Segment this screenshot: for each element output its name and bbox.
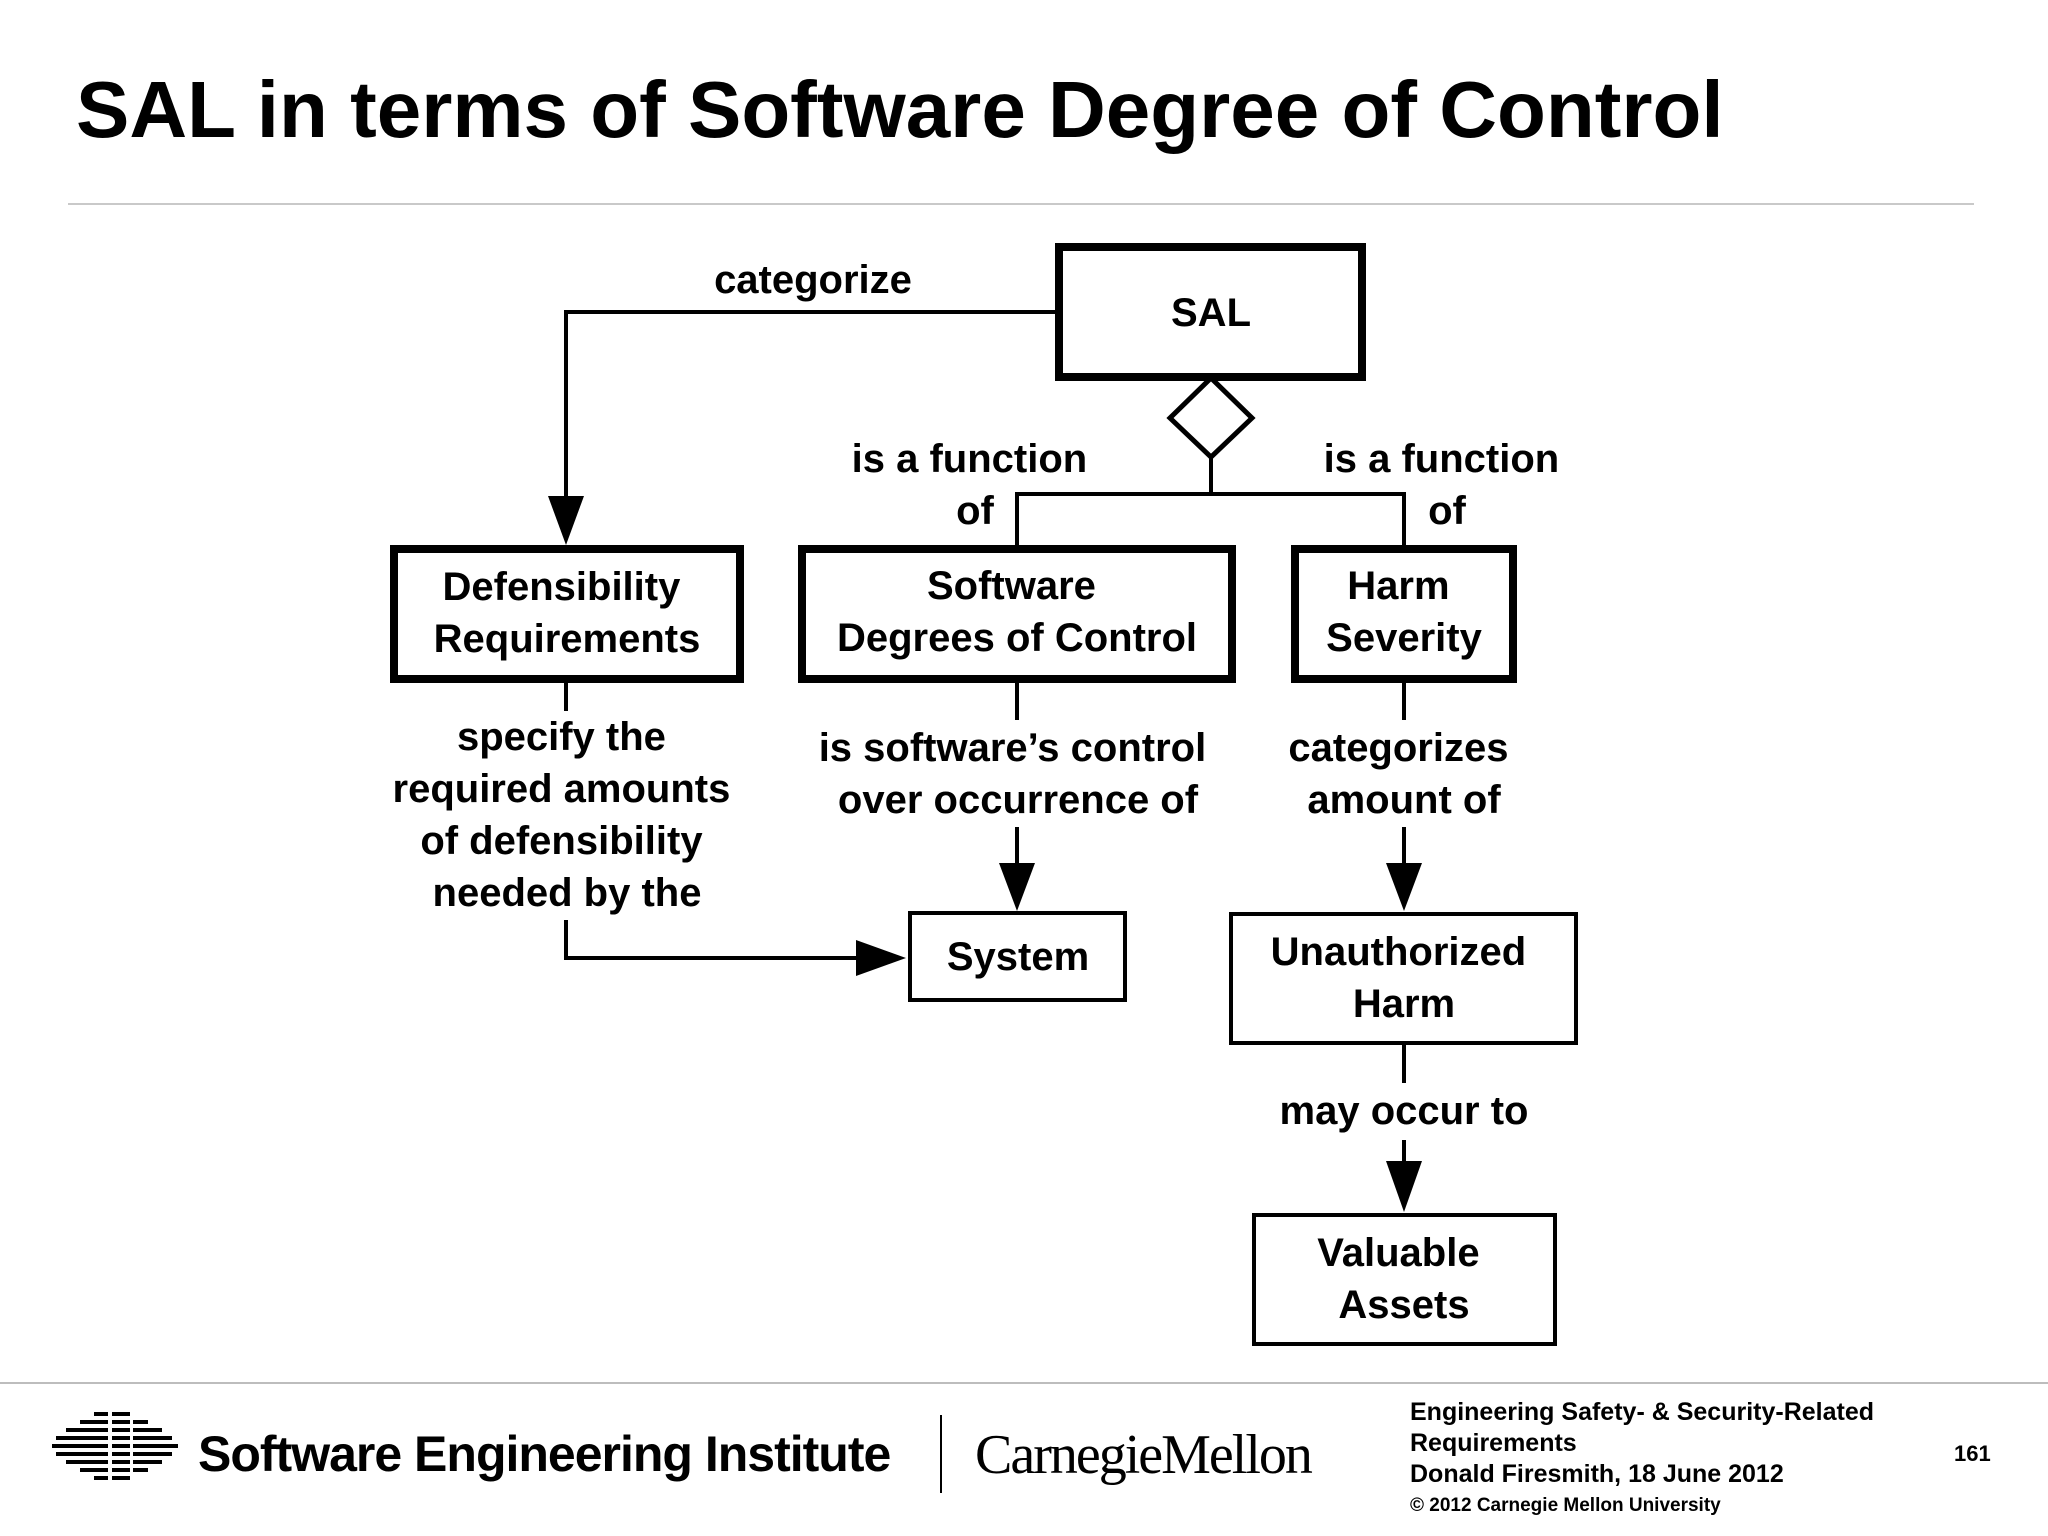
arrowhead-to-unauthorized-harm [1386, 863, 1422, 911]
harm-severity-box [1291, 545, 1517, 683]
unauthorized-harm-label: Unauthorized Harm [1271, 930, 1538, 1026]
sw-control-label: Software Degrees of Control [837, 564, 1197, 660]
edge-labels: categorize is a function of is a functio… [393, 258, 1571, 1133]
function-right-label: is a function of [1324, 437, 1571, 533]
sw-control-box [798, 545, 1236, 683]
harm-severity-label: Harm Severity [1326, 564, 1482, 660]
function-left-connector [1015, 456, 1213, 545]
footer-author-date: Donald Firesmith, 18 June 2012 [1410, 1460, 1784, 1488]
arrowhead-to-valuable-assets [1386, 1161, 1422, 1212]
sal-box [1055, 243, 1366, 381]
arrowhead-to-system-top [999, 863, 1035, 911]
arrowhead-to-system-left [856, 940, 906, 976]
node-labels: SAL Defensibility Requirements Software … [434, 291, 1538, 1327]
page-number: 161 [1954, 1441, 1991, 1466]
defensibility-label: Defensibility Requirements [434, 565, 701, 661]
function-left-label: is a function of [852, 437, 1099, 533]
title-divider [68, 203, 1974, 205]
cmu-wordmark: CarnegieMellon [975, 1424, 1313, 1486]
copyright-notice: © 2012 Carnegie Mellon University [1410, 1495, 1721, 1516]
sal-diagram: SAL Defensibility Requirements Software … [390, 243, 1578, 1346]
logo-divider [940, 1415, 942, 1493]
valuable-assets-box [1252, 1213, 1557, 1346]
valuable-assets-label: Valuable Assets [1317, 1231, 1490, 1327]
arrowheads [548, 496, 1422, 1212]
control-over-label: is software’s control over occurrence of [819, 726, 1218, 822]
sal-label: SAL [1171, 291, 1251, 335]
categorize-connector [564, 310, 1058, 502]
footer-course-title-line-2: Requirements [1410, 1429, 1577, 1457]
aggregation-diamond [1166, 374, 1256, 461]
specify-connector-bottom [564, 920, 860, 960]
connectors [564, 310, 1406, 1165]
footer-info: Engineering Safety- & Security-Related R… [1410, 1397, 1874, 1490]
system-label: System [947, 935, 1089, 979]
arrowhead-to-defensibility [548, 496, 584, 545]
specify-label: specify the required amounts of defensib… [393, 715, 742, 915]
slide-title: SAL in terms of Software Degree of Contr… [76, 65, 1724, 154]
footer-divider [0, 1382, 2048, 1384]
may-occur-label: may occur to [1280, 1089, 1529, 1133]
footer-course-title-line-1: Engineering Safety- & Security-Related [1410, 1398, 1875, 1426]
node-boxes [390, 243, 1578, 1346]
system-box [908, 911, 1127, 1002]
unauthorized-harm-box [1229, 912, 1578, 1045]
sei-wordmark: Software Engineering Institute [198, 1426, 891, 1482]
sei-logo-icon [52, 1410, 178, 1484]
categorize-label: categorize [714, 258, 912, 302]
categorizes-label: categorizes amount of [1288, 726, 1519, 822]
function-right-connector [1211, 492, 1406, 545]
defensibility-box [390, 545, 744, 683]
